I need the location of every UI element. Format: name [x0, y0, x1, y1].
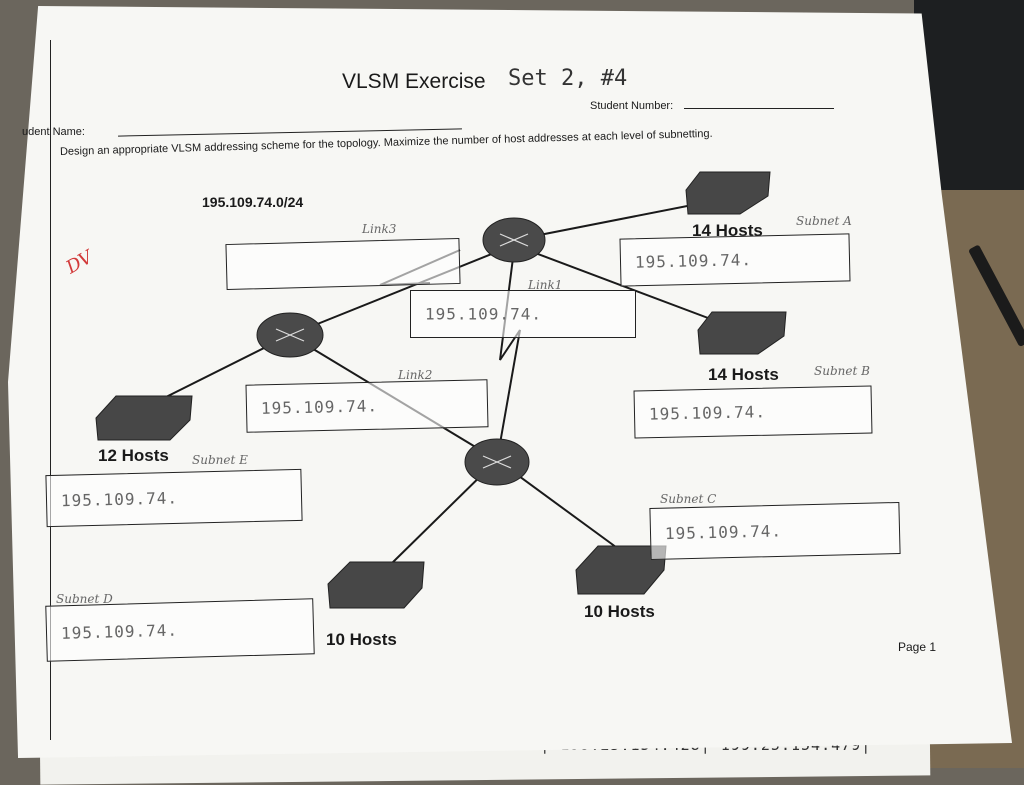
- subnet-d-answer-box[interactable]: 195.109.74.: [45, 598, 315, 662]
- subnet-a-answer: 195.109.74.: [634, 250, 753, 272]
- page-number: Page 1: [898, 640, 937, 654]
- link3-answer-box[interactable]: [225, 237, 461, 291]
- link2-answer: 195.109.74.: [260, 396, 379, 418]
- margin-line: [50, 40, 51, 740]
- link2-label: Link2: [398, 368, 433, 382]
- subnet-e-answer-box[interactable]: 195.109.74.: [45, 468, 303, 528]
- switch-b-hosts: 14 Hosts: [708, 365, 779, 384]
- switch-c-hosts: 10 Hosts: [584, 602, 655, 621]
- subnet-b-answer-box[interactable]: 195.109.74.: [633, 385, 873, 439]
- switch-e-hosts: 12 Hosts: [98, 446, 169, 465]
- link-r1-r2: [289, 244, 515, 336]
- page-title: VLSM Exercise: [342, 70, 486, 93]
- subnet-b-label: Subnet B: [814, 364, 870, 378]
- subnet-c-label: Subnet C: [660, 492, 717, 506]
- link2-answer-box[interactable]: 195.109.74.: [245, 379, 489, 433]
- switch-c: [575, 545, 667, 595]
- switch-d: [327, 561, 425, 609]
- student-name-label: udent Name:: [22, 126, 85, 138]
- subnet-c-answer-box[interactable]: 195.109.74.: [649, 501, 901, 561]
- student-number-line: [684, 108, 834, 109]
- title-handwriting: Set 2, #4: [508, 66, 628, 91]
- link1-answer-box[interactable]: 195.109.74.: [410, 290, 636, 338]
- topology-links: [95, 171, 787, 609]
- link3-label: Link3: [362, 222, 397, 236]
- subnet-d-answer: 195.109.74.: [60, 620, 179, 643]
- switch-d-hosts: 10 Hosts: [326, 630, 397, 649]
- subnet-d-label: Subnet D: [56, 592, 113, 606]
- subnet-c-answer: 195.109.74.: [664, 521, 783, 544]
- subnet-a-label: Subnet A: [796, 214, 852, 228]
- subnet-e-answer: 195.109.74.: [60, 488, 179, 511]
- network-address: 195.109.74.0/24: [202, 194, 304, 210]
- switch-a: [685, 171, 771, 215]
- subnet-a-answer-box[interactable]: 195.109.74.: [619, 233, 851, 287]
- link-r1-switch-b: [513, 244, 741, 331]
- subnet-b-answer: 195.109.74.: [648, 402, 767, 424]
- student-number-label: Student Number:: [590, 100, 674, 112]
- subnet-e-label: Subnet E: [192, 453, 248, 467]
- switch-b: [697, 311, 787, 355]
- link-r1-r3: [497, 249, 521, 456]
- switch-e: [95, 395, 193, 441]
- link1-label: Link1: [528, 278, 563, 292]
- link1-answer: 195.109.74.: [425, 304, 542, 324]
